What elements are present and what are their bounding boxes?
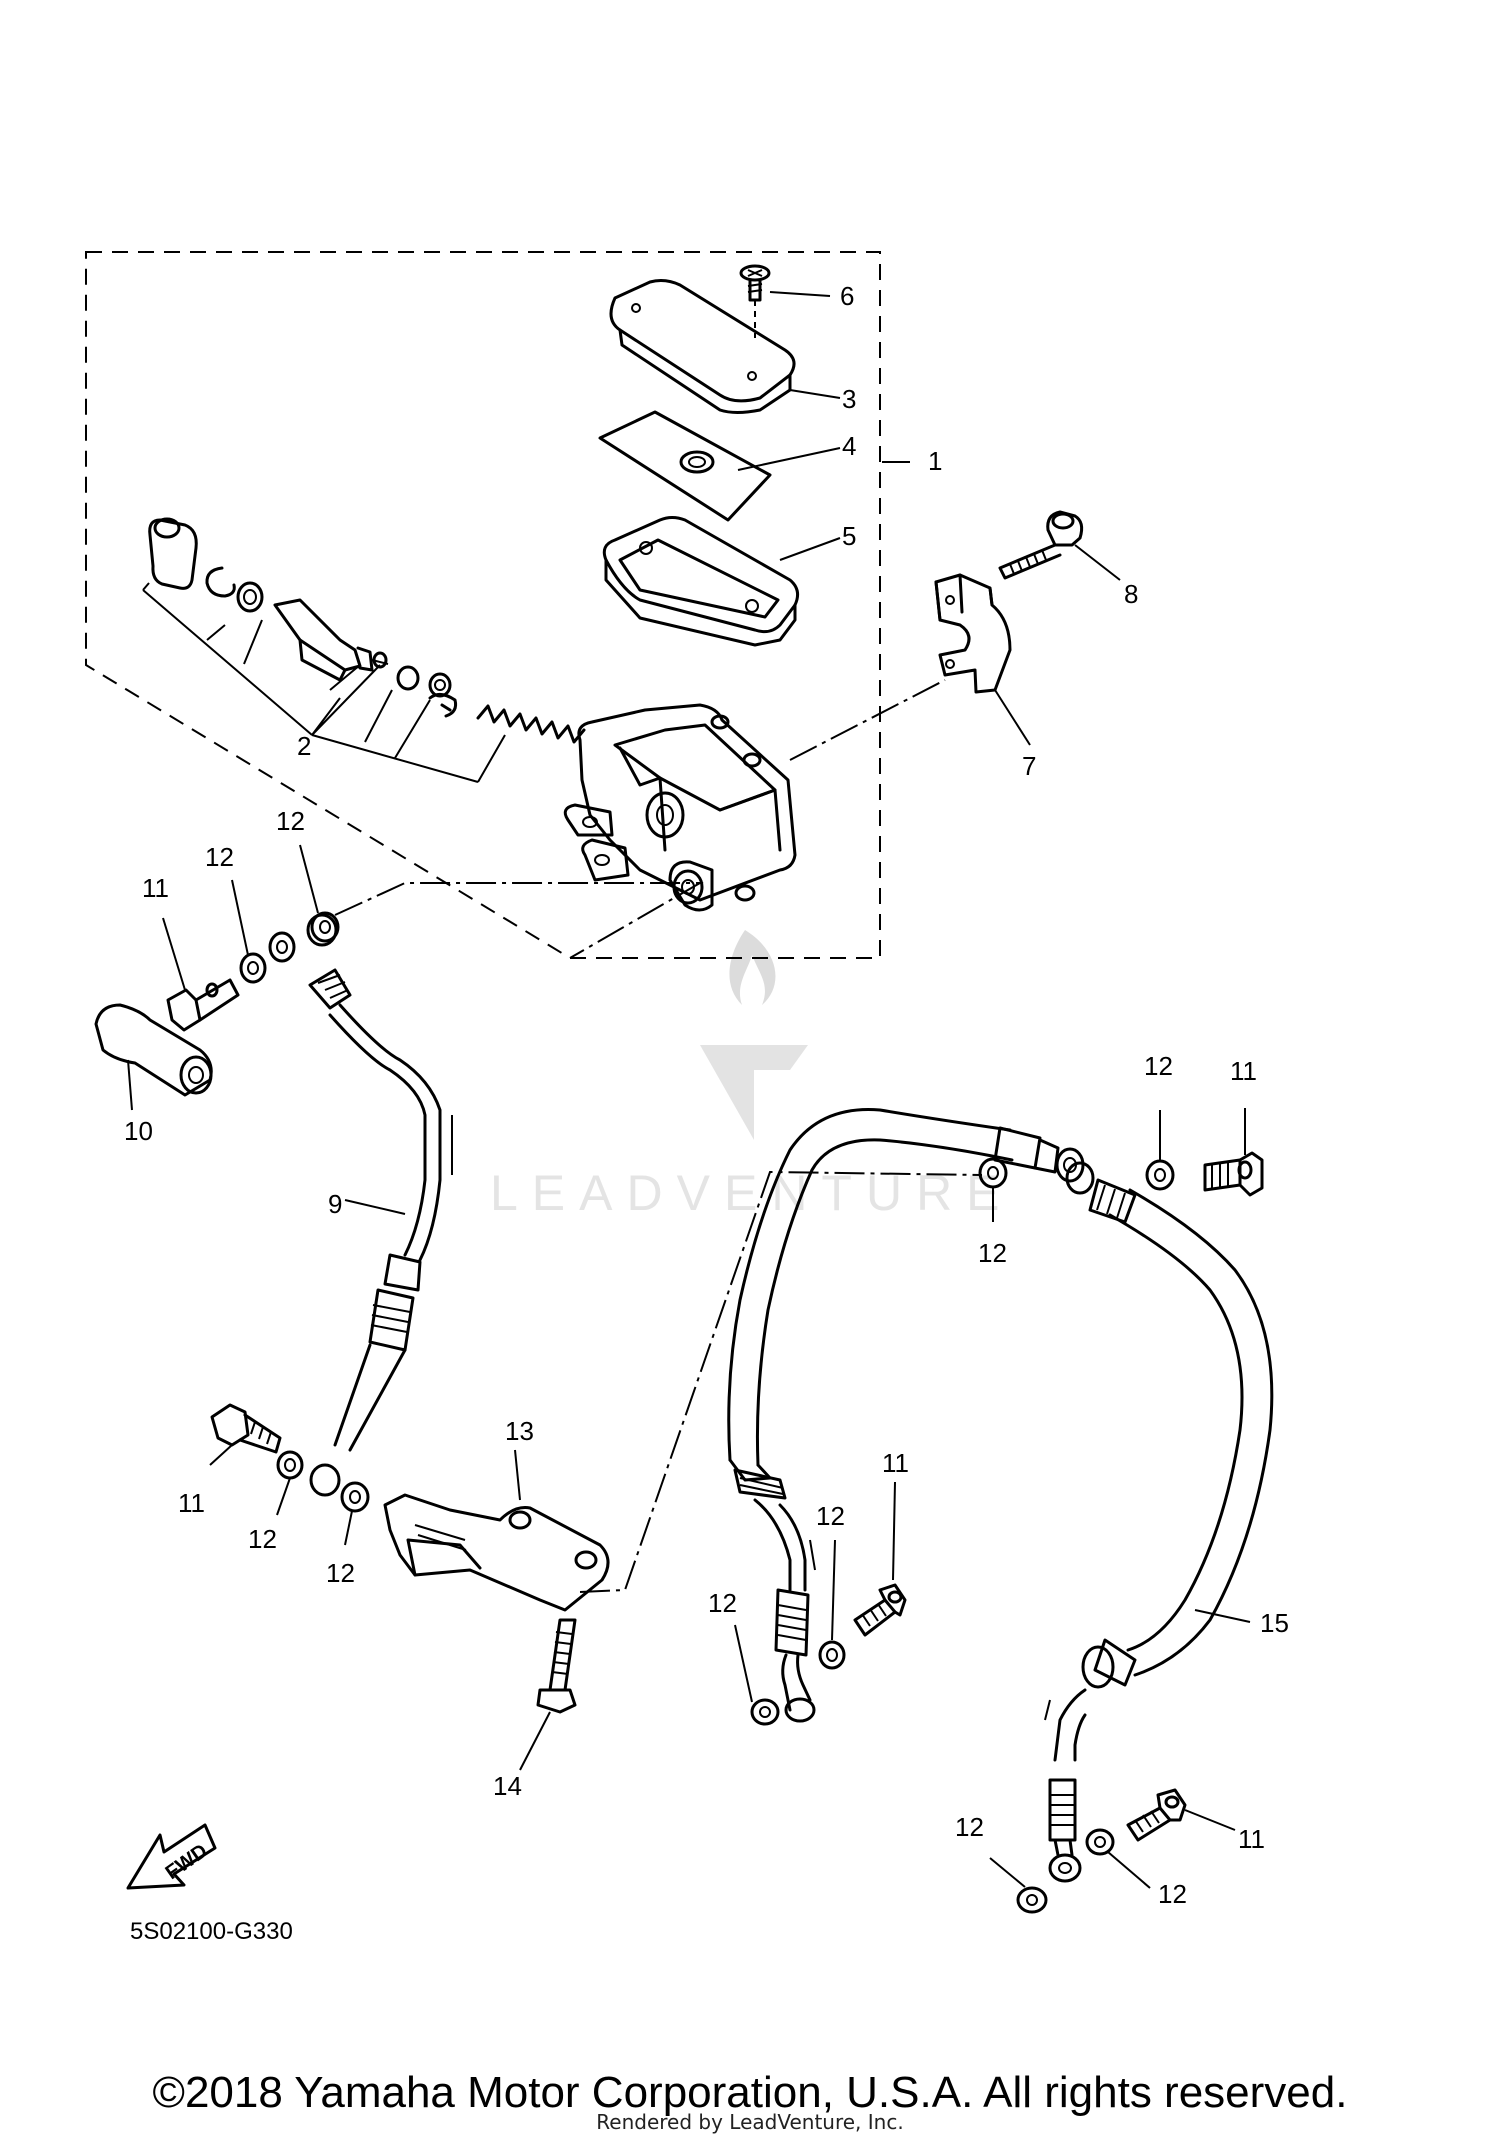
callout-14: 14 [493, 1771, 522, 1801]
callout-7: 7 [1022, 751, 1036, 781]
master-cylinder-assembly-boundary [85, 251, 881, 959]
part-4-diaphragm-plate [598, 410, 841, 522]
callout-2: 2 [297, 731, 311, 761]
part-14-bolt [519, 1618, 577, 1771]
assembly-line-joint [579, 1170, 983, 1593]
fwd-arrow-icon: FWD [126, 1823, 217, 1890]
leadventure-watermark: LEADVENTURE [490, 930, 1014, 1221]
callout-11-top-left: 11 [142, 873, 169, 903]
right-upper-union-parts [978, 1108, 1264, 1222]
callout-4: 4 [842, 431, 856, 461]
callout-5: 5 [842, 521, 856, 551]
callout-12-c: 12 [248, 1524, 277, 1554]
part-7-clamp [934, 573, 1031, 746]
callout-11-bottom-right: 11 [1238, 1824, 1265, 1854]
callout-12-i: 12 [955, 1812, 984, 1842]
assembly-line-top-banjo [334, 882, 704, 959]
part-10-banjo-cover [94, 1003, 213, 1111]
right-middle-union-parts [734, 1481, 907, 1726]
callout-12-a: 12 [276, 806, 305, 836]
part-15-brake-hose [1044, 1161, 1274, 1883]
gaskets-top-left [231, 844, 340, 984]
callout-8: 8 [1124, 579, 1138, 609]
callout-3: 3 [842, 384, 856, 414]
callout-12-b: 12 [205, 842, 234, 872]
callout-12-j: 12 [1158, 1879, 1187, 1909]
callout-12-h: 12 [708, 1588, 737, 1618]
part-2-piston-kit [142, 517, 586, 783]
watermark-text: LEADVENTURE [490, 1165, 1014, 1221]
callout-12-f: 12 [978, 1238, 1007, 1268]
part-8-clamp-bolt [998, 510, 1121, 581]
callout-10: 10 [124, 1116, 153, 1146]
callout-6: 6 [840, 281, 854, 311]
callout-12-e: 12 [1144, 1051, 1173, 1081]
callout-12-d: 12 [326, 1558, 355, 1588]
part-6-screw [739, 264, 831, 338]
callout-12-g: 12 [816, 1501, 845, 1531]
right-side-hose-left-loop [727, 1108, 1085, 1723]
callout-labels: 1 2 3 4 5 6 7 8 9 10 11 11 11 11 11 12 1… [124, 281, 1289, 1909]
callout-1: 1 [928, 446, 942, 476]
master-cylinder-body [563, 679, 946, 912]
part-3-cap [609, 279, 841, 414]
right-lower-union-parts [989, 1788, 1236, 1914]
part-5-diaphragm [602, 516, 841, 647]
callout-11-top-right: 11 [1230, 1056, 1257, 1086]
callout-11-bottom-left: 11 [178, 1488, 205, 1518]
callout-11-middle: 11 [882, 1448, 909, 1478]
callout-13: 13 [505, 1416, 534, 1446]
part-9-brake-hose [268, 913, 453, 1452]
rendered-by-notice: Rendered by LeadVenture, Inc. [596, 2110, 904, 2134]
part-13-hose-joint [383, 1449, 610, 1612]
callout-9: 9 [328, 1189, 342, 1219]
diagram-code: 5S02100-G330 [130, 1918, 293, 1945]
part-11-union-bolt-b [209, 1403, 370, 1546]
part-11-union-bolt-a [162, 917, 240, 1032]
copyright-notice: ©2018 Yamaha Motor Corporation, U.S.A. A… [152, 2068, 1348, 2117]
callout-15: 15 [1260, 1608, 1289, 1638]
fwd-label: FWD [162, 1840, 212, 1884]
